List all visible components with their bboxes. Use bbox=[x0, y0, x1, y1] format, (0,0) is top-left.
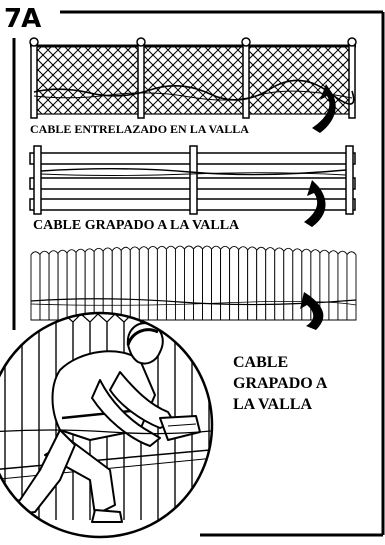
figure-frame bbox=[12, 10, 385, 537]
person-stapling bbox=[4, 322, 201, 523]
pointer-arrows bbox=[300, 84, 336, 330]
caption-wood-fence-line-1: CABLE bbox=[233, 354, 289, 371]
wood-picket-fence bbox=[30, 245, 357, 321]
split-rail-fence bbox=[29, 145, 356, 215]
caption-wood-fence: CABLE GRAPADO A LA VALLA bbox=[233, 352, 327, 415]
caption-wood-fence-line-2: GRAPADO A bbox=[233, 375, 328, 392]
caption-wood-fence-line-3: LA VALLA bbox=[233, 396, 312, 413]
magnified-detail bbox=[0, 311, 214, 539]
caption-rail-fence: CABLE GRAPADO A LA VALLA bbox=[33, 218, 240, 233]
chain-link-fence bbox=[29, 37, 357, 119]
caption-chain-link: CABLE ENTRELAZADO EN LA VALLA bbox=[30, 122, 249, 136]
figure-label: 7A bbox=[4, 4, 41, 34]
